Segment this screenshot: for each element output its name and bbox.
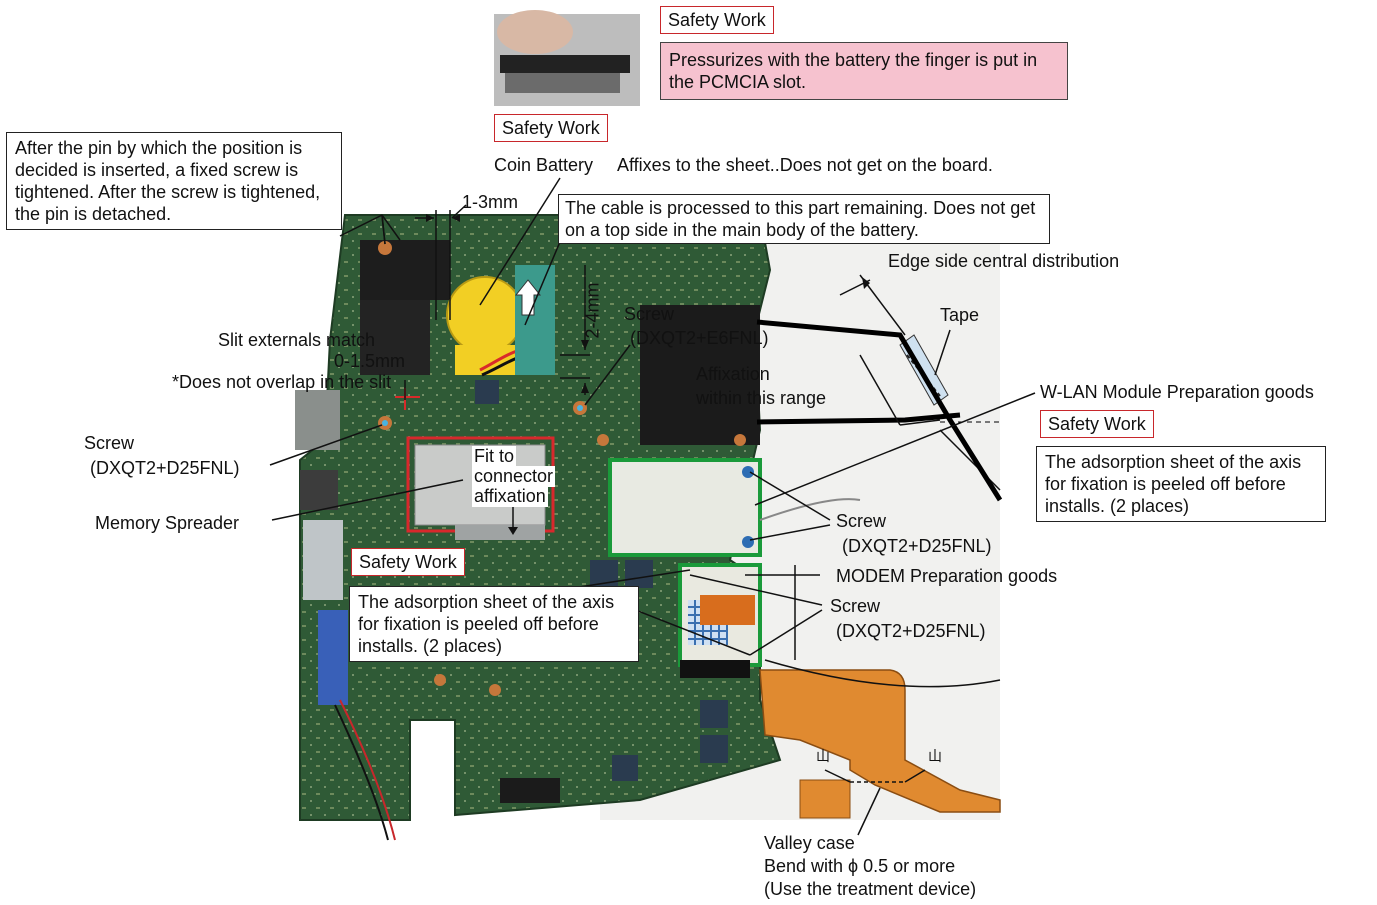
- screw-wlan-label: Screw: [836, 511, 886, 532]
- slit-line2: 0-1.5mm: [334, 351, 405, 372]
- pin-note: After the pin by which the position is d…: [6, 132, 342, 230]
- fit-connector-line2: connector: [472, 466, 555, 487]
- memory-spreader-label: Memory Spreader: [95, 513, 239, 534]
- mountain-mark-left: 山: [816, 746, 830, 767]
- safety-work-badge-battery: Safety Work: [494, 114, 608, 142]
- affixes-note: Affixes to the sheet..Does not get on th…: [617, 155, 993, 176]
- modem-adsorption-note: The adsorption sheet of the axis for fix…: [349, 586, 639, 662]
- screw-wlan-part: (DXQT2+D25FNL): [842, 536, 992, 557]
- affixation-line1: Affixation: [696, 364, 770, 385]
- fit-connector-line1: Fit to: [472, 446, 516, 467]
- affixation-line2: within this range: [696, 388, 826, 409]
- screw-e6-part: (DXQT2+E6FNL): [630, 328, 769, 349]
- slit-line3: *Does not overlap in the slit: [172, 372, 391, 393]
- pcmcia-note: Pressurizes with the battery the finger …: [660, 42, 1068, 100]
- fit-connector-line3: affixation: [472, 486, 548, 507]
- gap-2-4mm: 2-4mm: [583, 282, 604, 338]
- tape-label: Tape: [940, 305, 979, 326]
- wlan-label: W-LAN Module Preparation goods: [1040, 382, 1314, 403]
- screw-left-label: Screw: [84, 433, 134, 454]
- cable-note: The cable is processed to this part rema…: [558, 194, 1050, 244]
- screw-modem-part: (DXQT2+D25FNL): [836, 621, 986, 642]
- coin-battery-label: Coin Battery: [494, 155, 593, 176]
- slit-line1: Slit externals match: [218, 330, 375, 351]
- valley-line3: (Use the treatment device): [764, 879, 976, 900]
- screw-e6-label: Screw: [624, 304, 674, 325]
- safety-work-badge-top: Safety Work: [660, 6, 774, 34]
- modem-label: MODEM Preparation goods: [836, 566, 1057, 587]
- screw-left-part: (DXQT2+D25FNL): [90, 458, 240, 479]
- valley-line2: Bend with ϕ 0.5 or more: [764, 856, 955, 877]
- safety-work-badge-modem: Safety Work: [351, 548, 465, 576]
- edge-side-label: Edge side central distribution: [888, 251, 1119, 272]
- safety-work-badge-wlan: Safety Work: [1040, 410, 1154, 438]
- mountain-mark-right: 山: [928, 746, 942, 767]
- screw-modem-label: Screw: [830, 596, 880, 617]
- gap-1-3mm: 1-3mm: [462, 192, 518, 213]
- wlan-adsorption-note: The adsorption sheet of the axis for fix…: [1036, 446, 1326, 522]
- valley-line1: Valley case: [764, 833, 855, 854]
